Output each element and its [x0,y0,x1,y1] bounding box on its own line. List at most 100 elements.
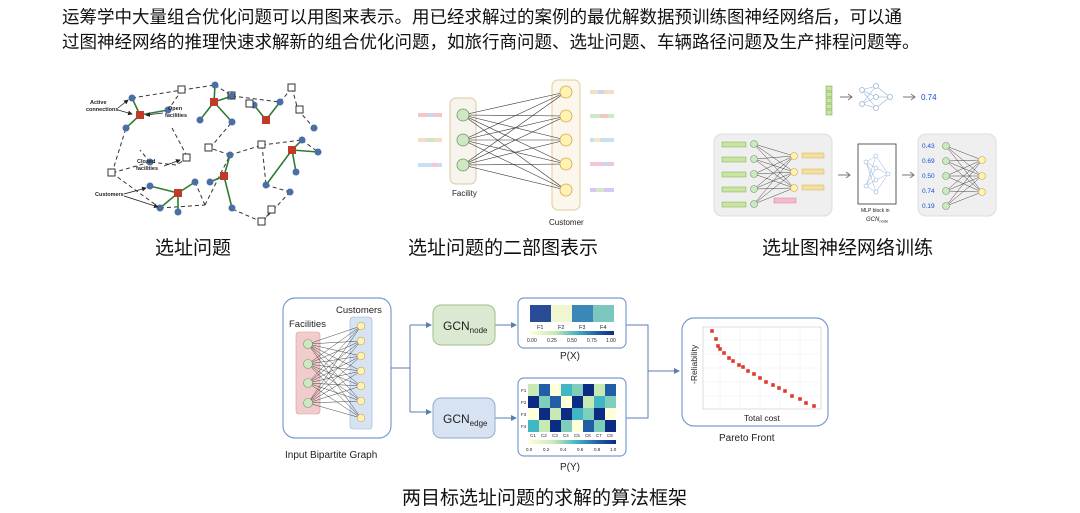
framework-facility-nodes [303,339,313,408]
pareto-point [722,351,726,355]
py-cell [572,420,583,432]
py-label: P(Y) [560,462,580,473]
arrow-icon [903,93,916,101]
facilities-label: Facilities [289,319,326,330]
py-col-label: C2 [541,433,547,438]
customers-label: Customers [336,305,382,316]
pareto-point [783,389,787,393]
facility-label: Facility [452,189,477,198]
customer-feature-vectors [801,152,825,191]
gnn-edges [753,143,795,205]
label-open-l1: Open [168,106,183,112]
output-customer-nodes [978,156,986,196]
label-open-l2: facilities [165,113,187,119]
py-row-label: F1 [521,388,527,393]
py-row-label: F3 [521,412,527,417]
py-cell [550,408,561,420]
label-pointer-arrows [117,99,181,209]
label-closed-l2: facilities [136,166,158,172]
output-facility-nodes [942,142,950,210]
node-value-3: 0.50 [922,173,935,180]
gcn-node-label: GCNnode [866,217,889,224]
py-heatmap [528,384,616,432]
pareto-point [804,401,808,405]
node-value-5: 0.19 [922,203,935,210]
px-col-label: F1 [537,325,543,331]
py-scale-label: 0.6 [577,447,584,452]
py-cell [561,384,572,396]
py-row-label: F4 [521,424,527,429]
px-scale-label: 0.00 [527,338,537,344]
input-feature-vectors [721,141,747,208]
py-cell [583,396,594,408]
pareto-label: Pareto Front [719,433,775,444]
py-cell [605,396,616,408]
gnn-facility-nodes [750,140,758,208]
py-col-label: C5 [574,433,580,438]
py-scale-label: 0.4 [560,447,567,452]
intro-line-1: 运筹学中大量组合优化问题可以用图来表示。用已经求解过的案例的最优解数据预训练图神… [62,8,902,28]
px-scale-label: 0.25 [547,338,557,344]
pareto-point [716,344,720,348]
px-heatmap [530,305,614,322]
pareto-point [714,337,718,341]
gcn-node-title: GCNnode [443,319,488,335]
py-cell [561,396,572,408]
top-input-vector [825,85,833,116]
px-col-label: F4 [600,325,606,331]
py-cell [594,384,605,396]
pareto-point [752,372,756,376]
py-cell [528,396,539,408]
pareto-point [798,397,802,401]
pareto-point [741,365,745,369]
node-value-2: 0.69 [922,158,935,165]
py-cell [583,408,594,420]
reliability-axis-label: -Reliability [689,344,699,384]
output-value: 0.74 [921,93,937,102]
py-cell [561,420,572,432]
arrow-icon [902,171,915,179]
py-scale-label: 0.8 [594,447,601,452]
px-col-label: F2 [558,325,564,331]
framework-customer-nodes [356,321,366,423]
framework-bipartite-edges [307,325,362,419]
py-cell [550,396,561,408]
py-cell [539,384,550,396]
py-cell [528,408,539,420]
pareto-point [718,347,722,351]
py-cell [594,396,605,408]
gcn-node-box [432,304,496,346]
pareto-points [710,329,816,408]
label-customers: Customers [95,192,124,198]
node-value-1: 0.43 [922,143,935,150]
gnn-training-diagram: 0.74 [713,83,997,224]
pareto-point [777,386,781,390]
px-scale-label: 1.00 [606,338,616,344]
py-scale-label: 0.0 [526,447,533,452]
py-cell [605,384,616,396]
py-cell [539,408,550,420]
label-active-l1: Active [90,100,107,106]
caption-bipartite: 选址问题的二部图表示 [408,237,599,259]
closed-facility-nodes [107,83,304,226]
pareto-point [710,329,714,333]
py-cell [572,408,583,420]
py-col-label: C3 [552,433,558,438]
pareto-point [790,394,794,398]
px-cell [572,305,593,322]
pareto-point [771,383,775,387]
py-col-label: C4 [563,433,569,438]
arrow-icon [838,171,851,179]
intro-line-2: 过图神经网络的推理快速求解新的组合优化问题，如旅行商问题、选址问题、车辆路径问题… [62,33,920,53]
py-cell [539,420,550,432]
px-scale-label: 0.50 [567,338,577,344]
px-cell [593,305,614,322]
py-colorbar [528,440,616,444]
output-gnn-edges [945,145,983,207]
pareto-point [746,369,750,373]
py-cell [550,420,561,432]
output-graph-panel [917,133,997,217]
py-scale-label: 0.2 [543,447,550,452]
algorithm-framework: Facilities Customers Input Bipartite Gra… [282,297,829,473]
